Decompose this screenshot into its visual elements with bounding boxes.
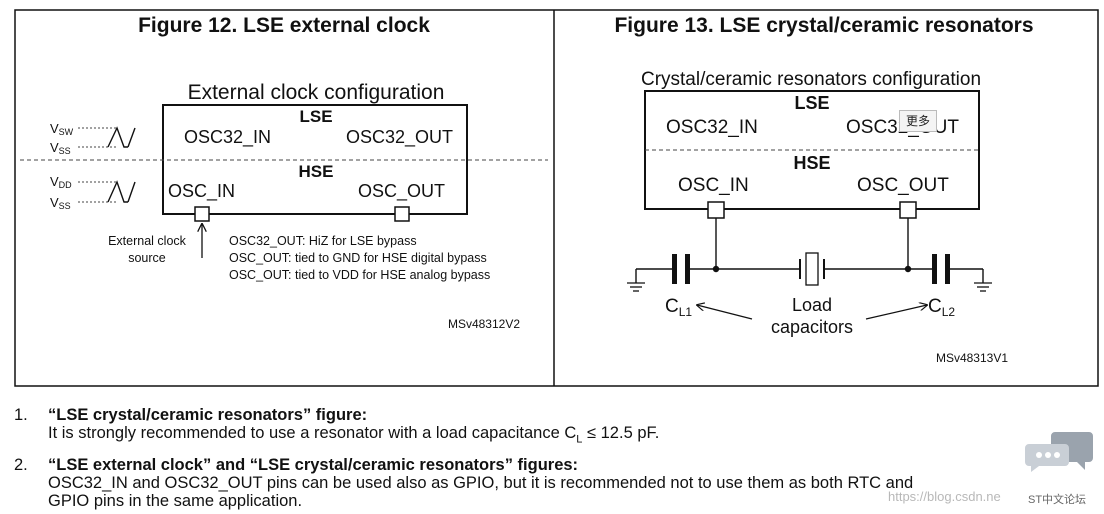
fig12-pin-osc-out — [394, 206, 410, 222]
fig12-osc-out: OSC_OUT — [358, 181, 445, 202]
fig13-osc-in: OSC_IN — [678, 175, 749, 196]
fig13-crystal — [799, 252, 825, 286]
note-1-number: 1. — [14, 406, 28, 424]
fig12-waveform-lse — [78, 126, 136, 148]
ext-clock-label-1: External clock — [108, 234, 187, 248]
figure-12: Figure 12. LSE external clock External c… — [20, 14, 548, 331]
note-2-line-1: OSC32_IN and OSC32_OUT pins can be used … — [48, 474, 914, 492]
figure-13-title: Figure 13. LSE crystal/ceramic resonator… — [614, 14, 1033, 37]
fig12-config-label: External clock configuration — [188, 81, 445, 104]
fig12-hse-label: HSE — [299, 162, 334, 181]
vss-label-2: VSS — [50, 195, 71, 211]
fig13-pin-osc-out — [899, 201, 917, 219]
fig13-load-label-2: capacitors — [771, 317, 853, 337]
note-2-line-2: GPIO pins in the same application. — [48, 492, 303, 510]
note-2-heading: “LSE external clock” and “LSE crystal/ce… — [48, 456, 579, 474]
fig13-config-label: Crystal/ceramic resonators configuration — [641, 69, 981, 90]
fig13-wiring — [635, 218, 984, 283]
fig13-lse-label: LSE — [794, 93, 829, 113]
fig13-code: MSv48313V1 — [936, 351, 1008, 365]
chat-bubble-icon[interactable] — [1025, 430, 1095, 472]
fig12-pin-osc-in — [194, 206, 210, 222]
fig12-osc32-out: OSC32_OUT — [346, 127, 453, 148]
note-1-text: It is strongly recommended to use a reso… — [48, 424, 660, 446]
csdn-watermark: https://blog.csdn.ne — [888, 489, 1001, 504]
fig13-hse-label: HSE — [793, 153, 830, 173]
vsw-label: VSW — [50, 121, 74, 137]
fig12-note-1: OSC32_OUT: HiZ for LSE bypass — [229, 234, 417, 248]
fig12-waveform-hse — [78, 180, 136, 203]
figure-13: Figure 13. LSE crystal/ceramic resonator… — [614, 14, 1033, 365]
fig13-arrow-cl2 — [865, 305, 927, 320]
note-1-heading: “LSE crystal/ceramic resonators” figure: — [48, 406, 368, 424]
fig12-lse-label: LSE — [299, 107, 332, 126]
st-forum-label: ST中文论坛 — [1028, 494, 1087, 506]
fig13-osc-out: OSC_OUT — [857, 175, 949, 196]
fig13-osc32-in: OSC32_IN — [666, 117, 758, 138]
fig13-load-label-1: Load — [792, 295, 832, 315]
fig12-osc32-in: OSC32_IN — [184, 127, 271, 148]
fig13-pin-osc-in — [707, 201, 725, 219]
fig12-code: MSv48312V2 — [448, 317, 520, 331]
fig12-note-3: OSC_OUT: tied to VDD for HSE analog bypa… — [229, 268, 490, 282]
figure-frame — [14, 9, 1099, 387]
fig13-junction-right — [904, 265, 912, 273]
fig13-cl2-label: CL2 — [928, 296, 955, 319]
more-tooltip[interactable]: 更多 — [899, 110, 937, 132]
fig13-ground-right — [974, 282, 992, 292]
fig12-osc-in: OSC_IN — [168, 181, 235, 202]
fig13-capacitor-cl2 — [932, 254, 950, 284]
figure-12-title: Figure 12. LSE external clock — [138, 14, 430, 37]
fig13-arrow-cl1 — [697, 305, 753, 320]
fig13-ground-left — [627, 282, 645, 292]
fig13-junction-left — [712, 265, 720, 273]
vss-label-1: VSS — [50, 140, 71, 156]
note-1: 1. “LSE crystal/ceramic resonators” figu… — [14, 406, 659, 448]
vdd-label: VDD — [50, 174, 72, 190]
note-2: 2. “LSE external clock” and “LSE crystal… — [14, 456, 913, 510]
fig13-cl1-label: CL1 — [665, 296, 692, 319]
note-2-number: 2. — [14, 456, 28, 474]
fig12-note-2: OSC_OUT: tied to GND for HSE digital byp… — [229, 251, 487, 265]
fig13-capacitor-cl1 — [672, 254, 690, 284]
ext-clock-label-2: source — [128, 251, 166, 265]
